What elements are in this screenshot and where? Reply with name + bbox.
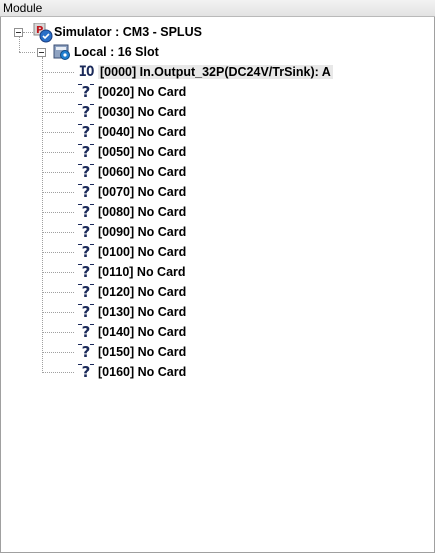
tree-node-slot-0100[interactable]: ? [0100] No Card	[77, 242, 186, 262]
tree-line	[42, 352, 74, 353]
empty-slot-icon: ?	[77, 263, 95, 281]
tree-node-slot-0080[interactable]: ? [0080] No Card	[77, 202, 186, 222]
tree-node-label: [0160] No Card	[98, 365, 187, 379]
empty-slot-icon: ?	[77, 123, 95, 141]
tree-line	[23, 32, 33, 33]
root-collapse-toggle[interactable]	[14, 28, 23, 37]
tree-node-label: [0090] No Card	[98, 225, 187, 239]
tree-node-label: [0150] No Card	[98, 345, 187, 359]
tree-line	[19, 52, 35, 53]
empty-slot-icon: ?	[77, 183, 95, 201]
tree-line	[42, 232, 74, 233]
tree-line	[42, 272, 74, 273]
tree-node-label: [0050] No Card	[98, 145, 187, 159]
tree-node-slot-0110[interactable]: ? [0110] No Card	[77, 262, 186, 282]
empty-slot-icon: ?	[77, 83, 95, 101]
tree-node-slot-0040[interactable]: ? [0040] No Card	[77, 122, 186, 142]
module-tree[interactable]: P Simulator : CM3 - SPLUS Local : 16 Slo…	[1, 17, 434, 552]
tree-node-label: Simulator : CM3 - SPLUS	[54, 25, 202, 39]
tree-node-label: Local : 16 Slot	[74, 45, 159, 59]
empty-slot-icon: ?	[77, 103, 95, 121]
tree-line	[42, 132, 74, 133]
tree-node-slot-0140[interactable]: ? [0140] No Card	[77, 322, 186, 342]
tree-line	[42, 192, 74, 193]
panel-title: Module	[3, 1, 43, 15]
tree-line	[42, 152, 74, 153]
empty-slot-icon: ?	[77, 283, 95, 301]
tree-node-slot-0160[interactable]: ? [0160] No Card	[77, 362, 186, 382]
tree-node-slot-0090[interactable]: ? [0090] No Card	[77, 222, 186, 242]
svg-text:P: P	[36, 25, 43, 36]
tree-line	[42, 92, 74, 93]
tree-line	[42, 212, 74, 213]
tree-node-slot-0130[interactable]: ? [0130] No Card	[77, 302, 186, 322]
tree-node-label: [0060] No Card	[98, 165, 187, 179]
tree-node-label: [0000] In.Output_32P(DC24V/TrSink): A	[98, 65, 333, 79]
tree-node-slot-0050[interactable]: ? [0050] No Card	[77, 142, 186, 162]
tree-line	[42, 292, 74, 293]
tree-line	[42, 112, 74, 113]
empty-slot-icon: ?	[77, 363, 95, 381]
empty-slot-icon: ?	[77, 203, 95, 221]
empty-slot-icon: ?	[77, 303, 95, 321]
module-tree-panel[interactable]: P Simulator : CM3 - SPLUS Local : 16 Slo…	[0, 17, 435, 553]
tree-node-slot-0070[interactable]: ? [0070] No Card	[77, 182, 186, 202]
tree-node-label: [0070] No Card	[98, 185, 187, 199]
tree-node-label: [0020] No Card	[98, 85, 187, 99]
tree-node-label: [0040] No Card	[98, 125, 187, 139]
tree-line	[42, 57, 43, 373]
tree-node-slot-0030[interactable]: ? [0030] No Card	[77, 102, 186, 122]
tree-node-simulator[interactable]: P Simulator : CM3 - SPLUS	[33, 22, 202, 43]
tree-node-local[interactable]: Local : 16 Slot	[53, 42, 159, 62]
tree-node-slot-0150[interactable]: ? [0150] No Card	[77, 342, 186, 362]
tree-line	[42, 312, 74, 313]
tree-node-slot-0000[interactable]: IO [0000] In.Output_32P(DC24V/TrSink): A	[77, 62, 333, 82]
tree-node-label: [0100] No Card	[98, 245, 187, 259]
tree-node-slot-0120[interactable]: ? [0120] No Card	[77, 282, 186, 302]
tree-node-slot-0020[interactable]: ? [0020] No Card	[77, 82, 186, 102]
tree-line	[42, 252, 74, 253]
empty-slot-icon: ?	[77, 323, 95, 341]
local-collapse-toggle[interactable]	[37, 48, 46, 57]
tree-node-label: [0140] No Card	[98, 325, 187, 339]
tree-node-label: [0130] No Card	[98, 305, 187, 319]
tree-line	[42, 172, 74, 173]
tree-line	[42, 72, 74, 73]
tree-line	[42, 332, 74, 333]
rack-icon	[53, 43, 71, 61]
empty-slot-icon: ?	[77, 243, 95, 261]
io-module-icon: IO	[78, 64, 95, 80]
tree-node-label: [0120] No Card	[98, 285, 187, 299]
empty-slot-icon: ?	[77, 163, 95, 181]
tree-node-label: [0080] No Card	[98, 205, 187, 219]
simulator-plc-icon: P	[33, 22, 53, 43]
panel-header: Module	[0, 0, 435, 17]
empty-slot-icon: ?	[77, 343, 95, 361]
tree-node-label: [0030] No Card	[98, 105, 187, 119]
tree-node-slot-0060[interactable]: ? [0060] No Card	[77, 162, 186, 182]
tree-node-label: [0110] No Card	[98, 265, 186, 279]
empty-slot-icon: ?	[77, 143, 95, 161]
tree-line	[42, 372, 74, 373]
tree-line	[19, 37, 20, 52]
empty-slot-icon: ?	[77, 223, 95, 241]
